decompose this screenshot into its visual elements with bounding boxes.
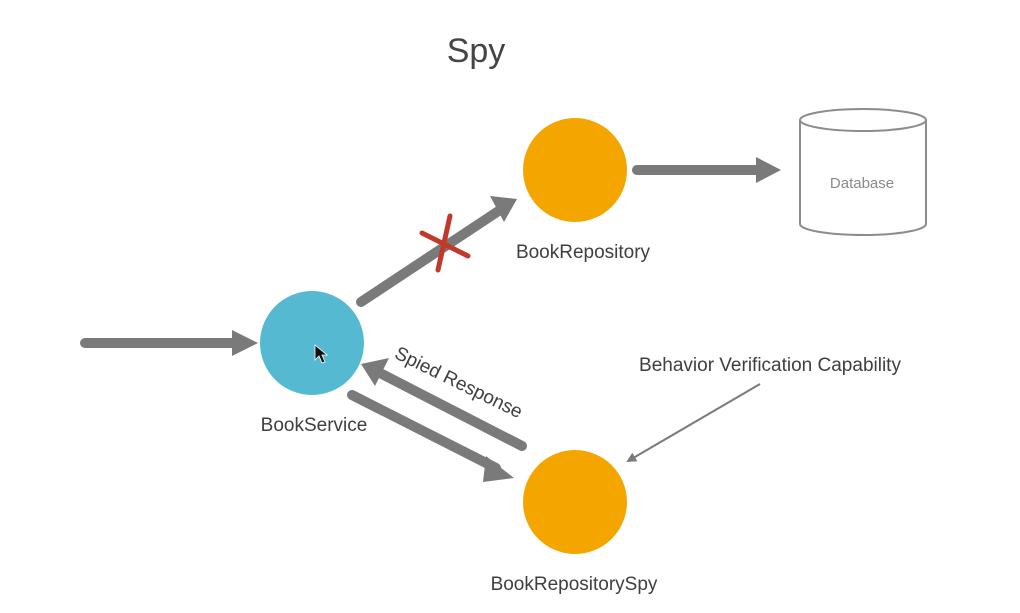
- database-cylinder-icon: [799, 108, 927, 236]
- book-repository-spy-node: [523, 450, 627, 554]
- service-to-spy-arrow: [347, 390, 514, 482]
- service-to-repository-arrow: [356, 196, 517, 307]
- database-label: Database: [830, 175, 894, 192]
- book-service-node: [260, 291, 364, 395]
- book-repository-spy-label: BookRepositorySpy: [491, 574, 658, 595]
- repository-to-database-arrow: [632, 157, 781, 183]
- behavior-verification-label: Behavior Verification Capability: [639, 355, 901, 376]
- book-repository-label: BookRepository: [516, 242, 651, 263]
- book-service-label: BookService: [261, 415, 368, 436]
- book-repository-node: [523, 118, 627, 222]
- red-x-cross-icon: [419, 213, 471, 273]
- diagram-title: Spy: [447, 32, 506, 70]
- mouse-pointer-icon: [314, 344, 329, 364]
- spy-to-service-arrow: [361, 358, 527, 451]
- annotation-pointer-arrow: [626, 383, 761, 463]
- incoming-arrow: [80, 330, 258, 356]
